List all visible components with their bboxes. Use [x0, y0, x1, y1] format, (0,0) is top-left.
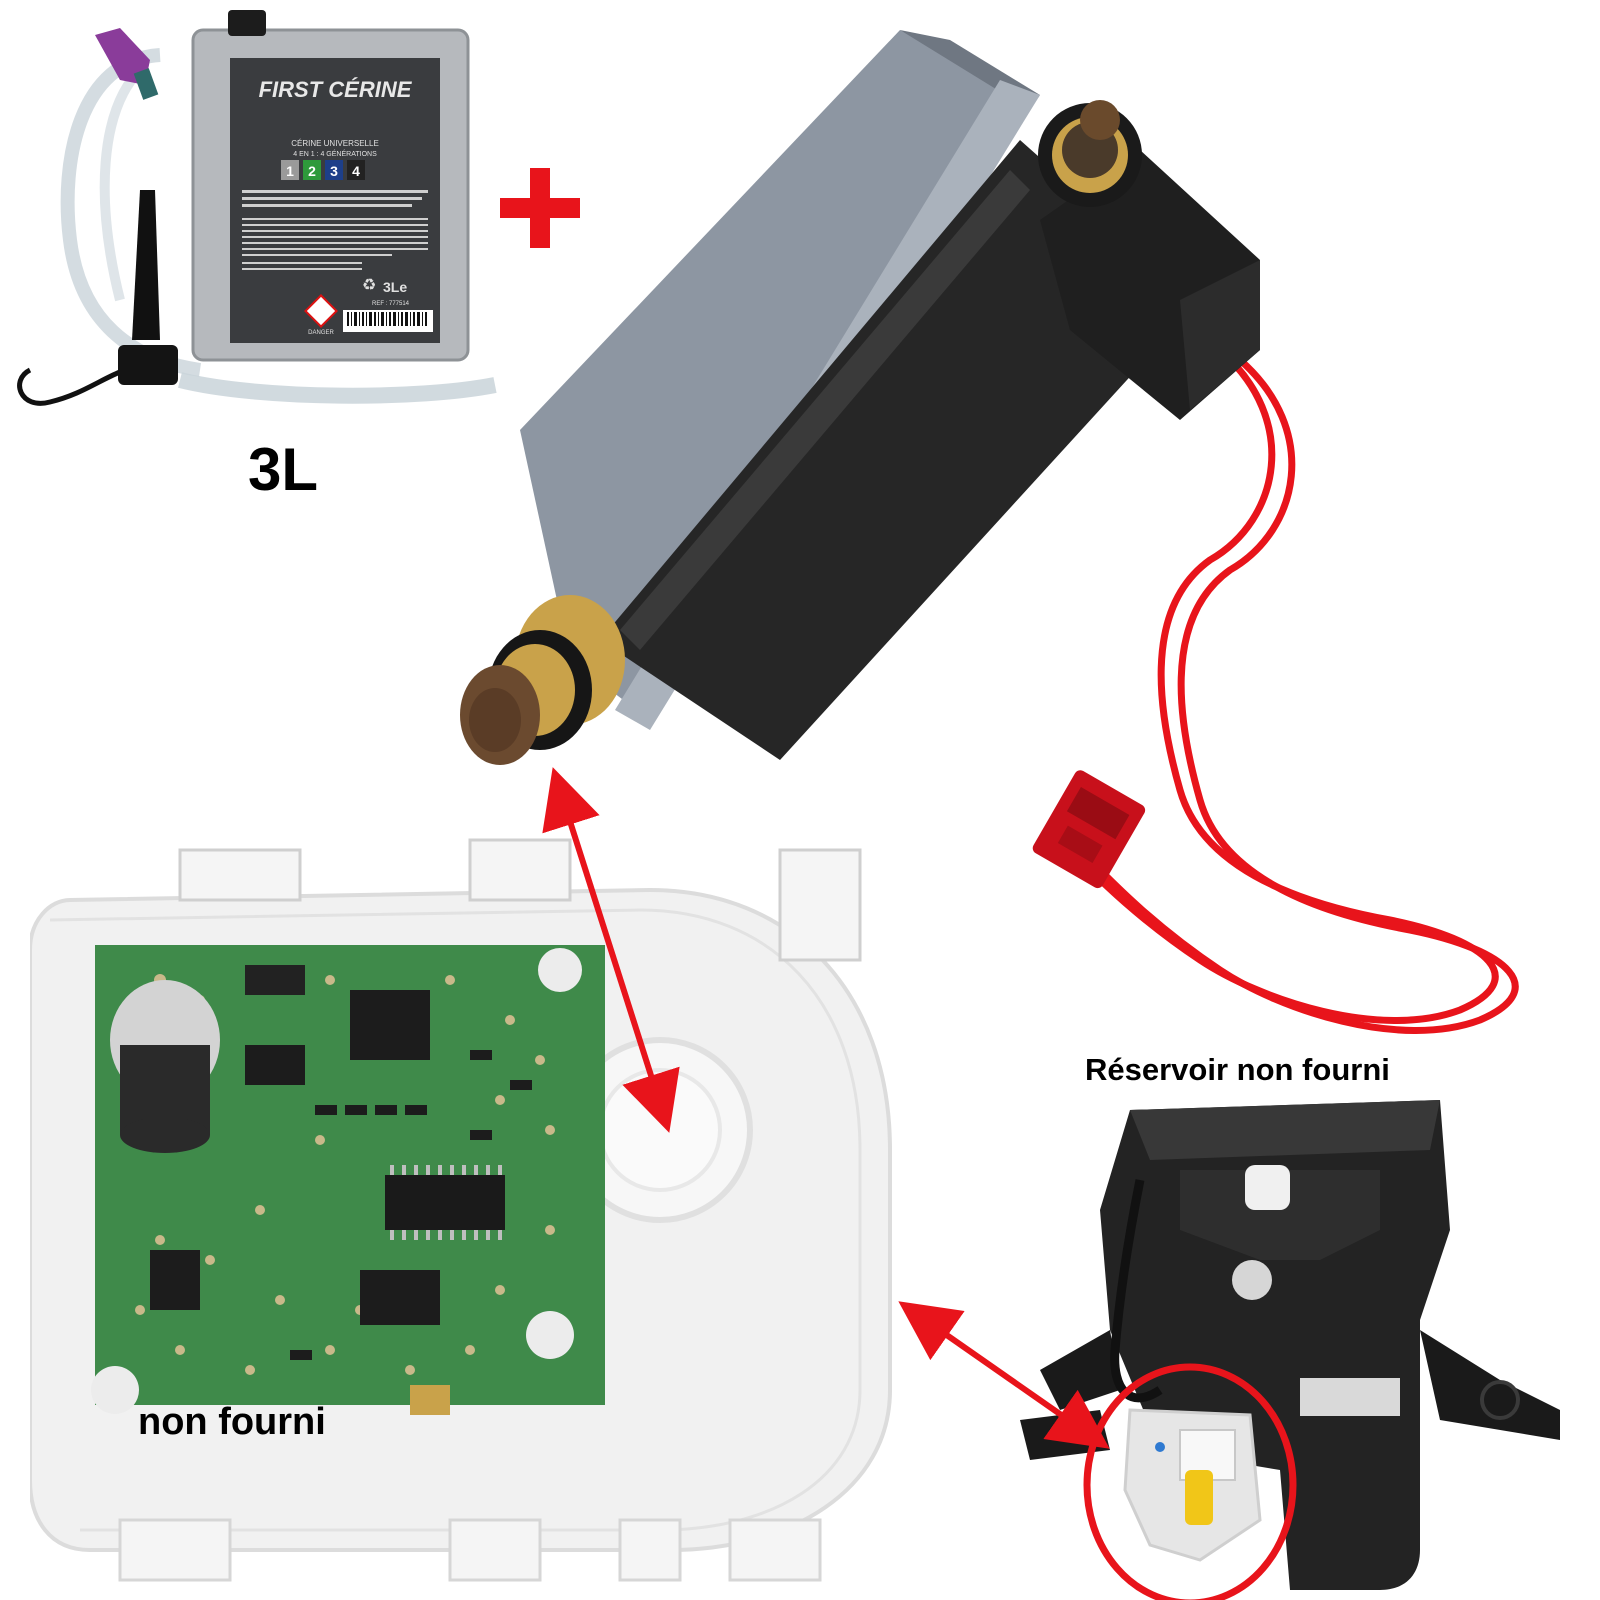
solenoid-pump-image — [440, 0, 1600, 1040]
pcb-module-image — [30, 830, 910, 1590]
gen-4: 4 — [352, 163, 360, 179]
adblue-tank-icon — [1020, 1100, 1560, 1600]
gen-1: 1 — [286, 163, 294, 179]
tank-not-supplied-label: Réservoir non fourni — [1085, 1052, 1390, 1087]
red-wire-connector-icon — [1032, 770, 1146, 889]
gen-2: 2 — [308, 163, 316, 179]
volume-label: 3L — [248, 436, 319, 503]
plus-icon — [500, 168, 580, 248]
not-supplied-label: non fourni — [138, 1401, 326, 1443]
can-volume: 3Le — [383, 279, 407, 295]
gen-3: 3 — [330, 163, 338, 179]
recycle-icon: ♻ — [362, 277, 376, 294]
adblue-tank-image — [1020, 1090, 1580, 1600]
cerine-can-icon: FIRST CÉRINE CÉRINE UNIVERSELLE 4 EN 1 :… — [17, 10, 497, 406]
barcode-icon — [347, 312, 427, 326]
can-danger: DANGER — [308, 330, 334, 336]
solenoid-pump-icon — [460, 30, 1519, 1034]
can-brand: FIRST CÉRINE — [259, 77, 413, 102]
cerine-can-image: FIRST CÉRINE CÉRINE UNIVERSELLE 4 EN 1 :… — [0, 0, 520, 460]
pcb-module-icon — [30, 838, 892, 1582]
can-subtitle-1: CÉRINE UNIVERSELLE — [291, 139, 379, 148]
danger-pictogram-icon — [304, 294, 338, 328]
can-ref: REF : 777514 — [372, 301, 410, 307]
can-subtitle-2: 4 EN 1 : 4 GÉNÉRATIONS — [293, 149, 377, 158]
